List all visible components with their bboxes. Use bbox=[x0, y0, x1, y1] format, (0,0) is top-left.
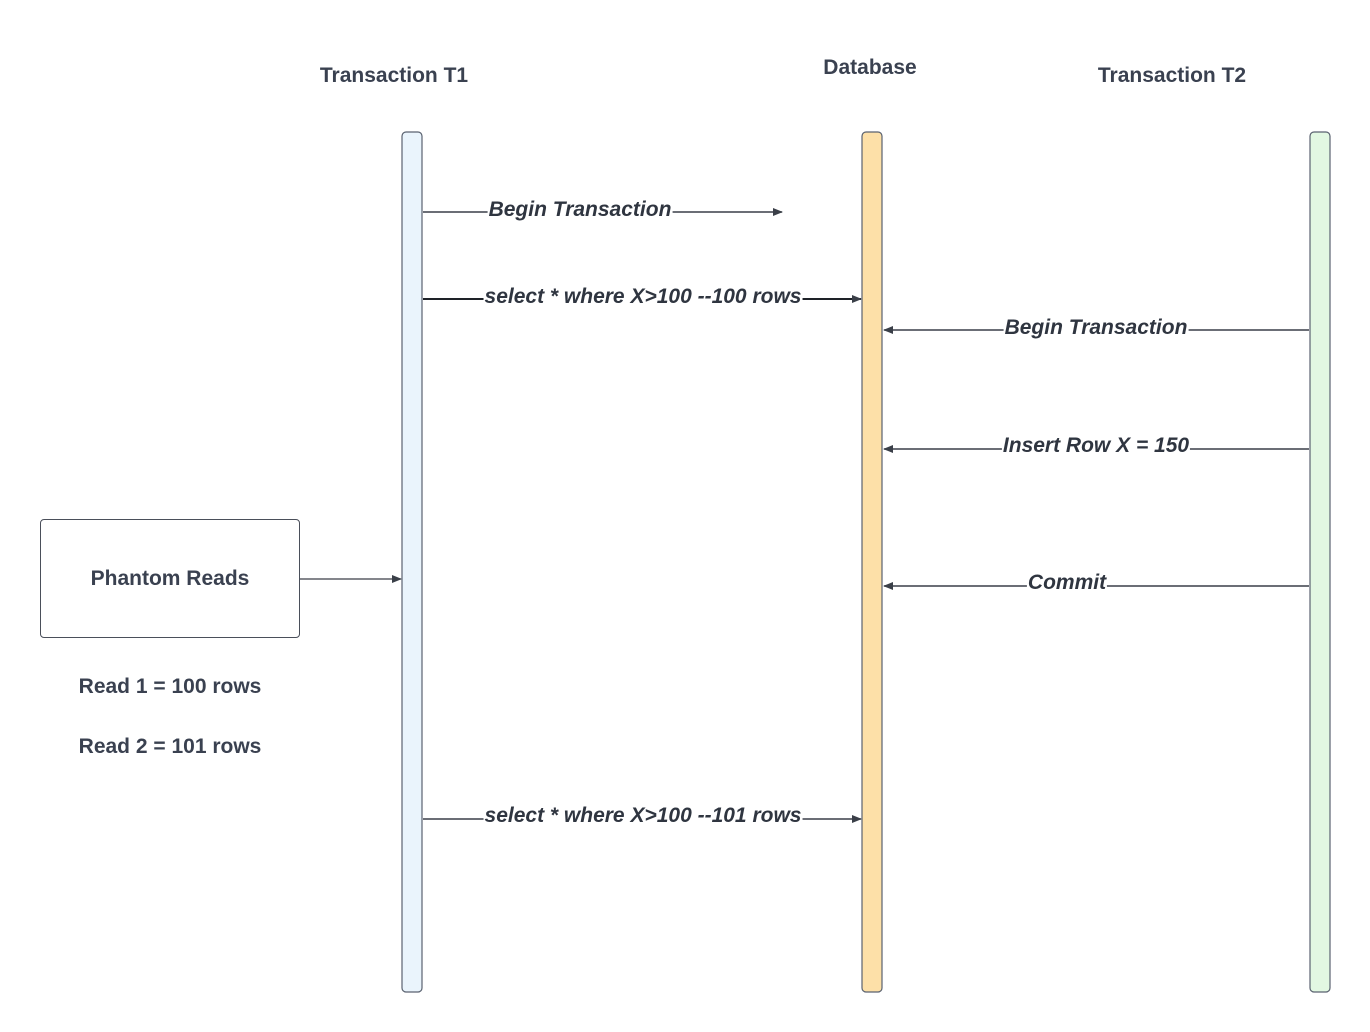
lifeline-bar-t2 bbox=[1309, 131, 1331, 993]
note-box-label: Phantom Reads bbox=[90, 566, 250, 590]
lifeline-bar-t1 bbox=[401, 131, 423, 993]
note-text-read-1: Read 1 = 100 rows bbox=[78, 675, 262, 698]
message-label: Begin Transaction bbox=[1003, 316, 1189, 340]
lifeline-bar-database bbox=[861, 131, 883, 993]
lifeline-label-t2: Transaction T2 bbox=[1097, 64, 1247, 87]
note-text-read-2: Read 2 = 101 rows bbox=[78, 735, 262, 758]
lifeline-label-database: Database bbox=[823, 56, 917, 79]
lifeline-label-t1: Transaction T1 bbox=[319, 64, 469, 87]
phantom-reads-note-box: Phantom Reads bbox=[40, 519, 300, 638]
message-label: select * where X>100 --101 rows bbox=[483, 804, 803, 828]
message-label: Insert Row X = 150 bbox=[1001, 434, 1191, 458]
message-label: select * where X>100 --100 rows bbox=[483, 285, 803, 309]
message-label: Begin Transaction bbox=[487, 198, 673, 222]
message-label: Commit bbox=[1026, 571, 1108, 595]
